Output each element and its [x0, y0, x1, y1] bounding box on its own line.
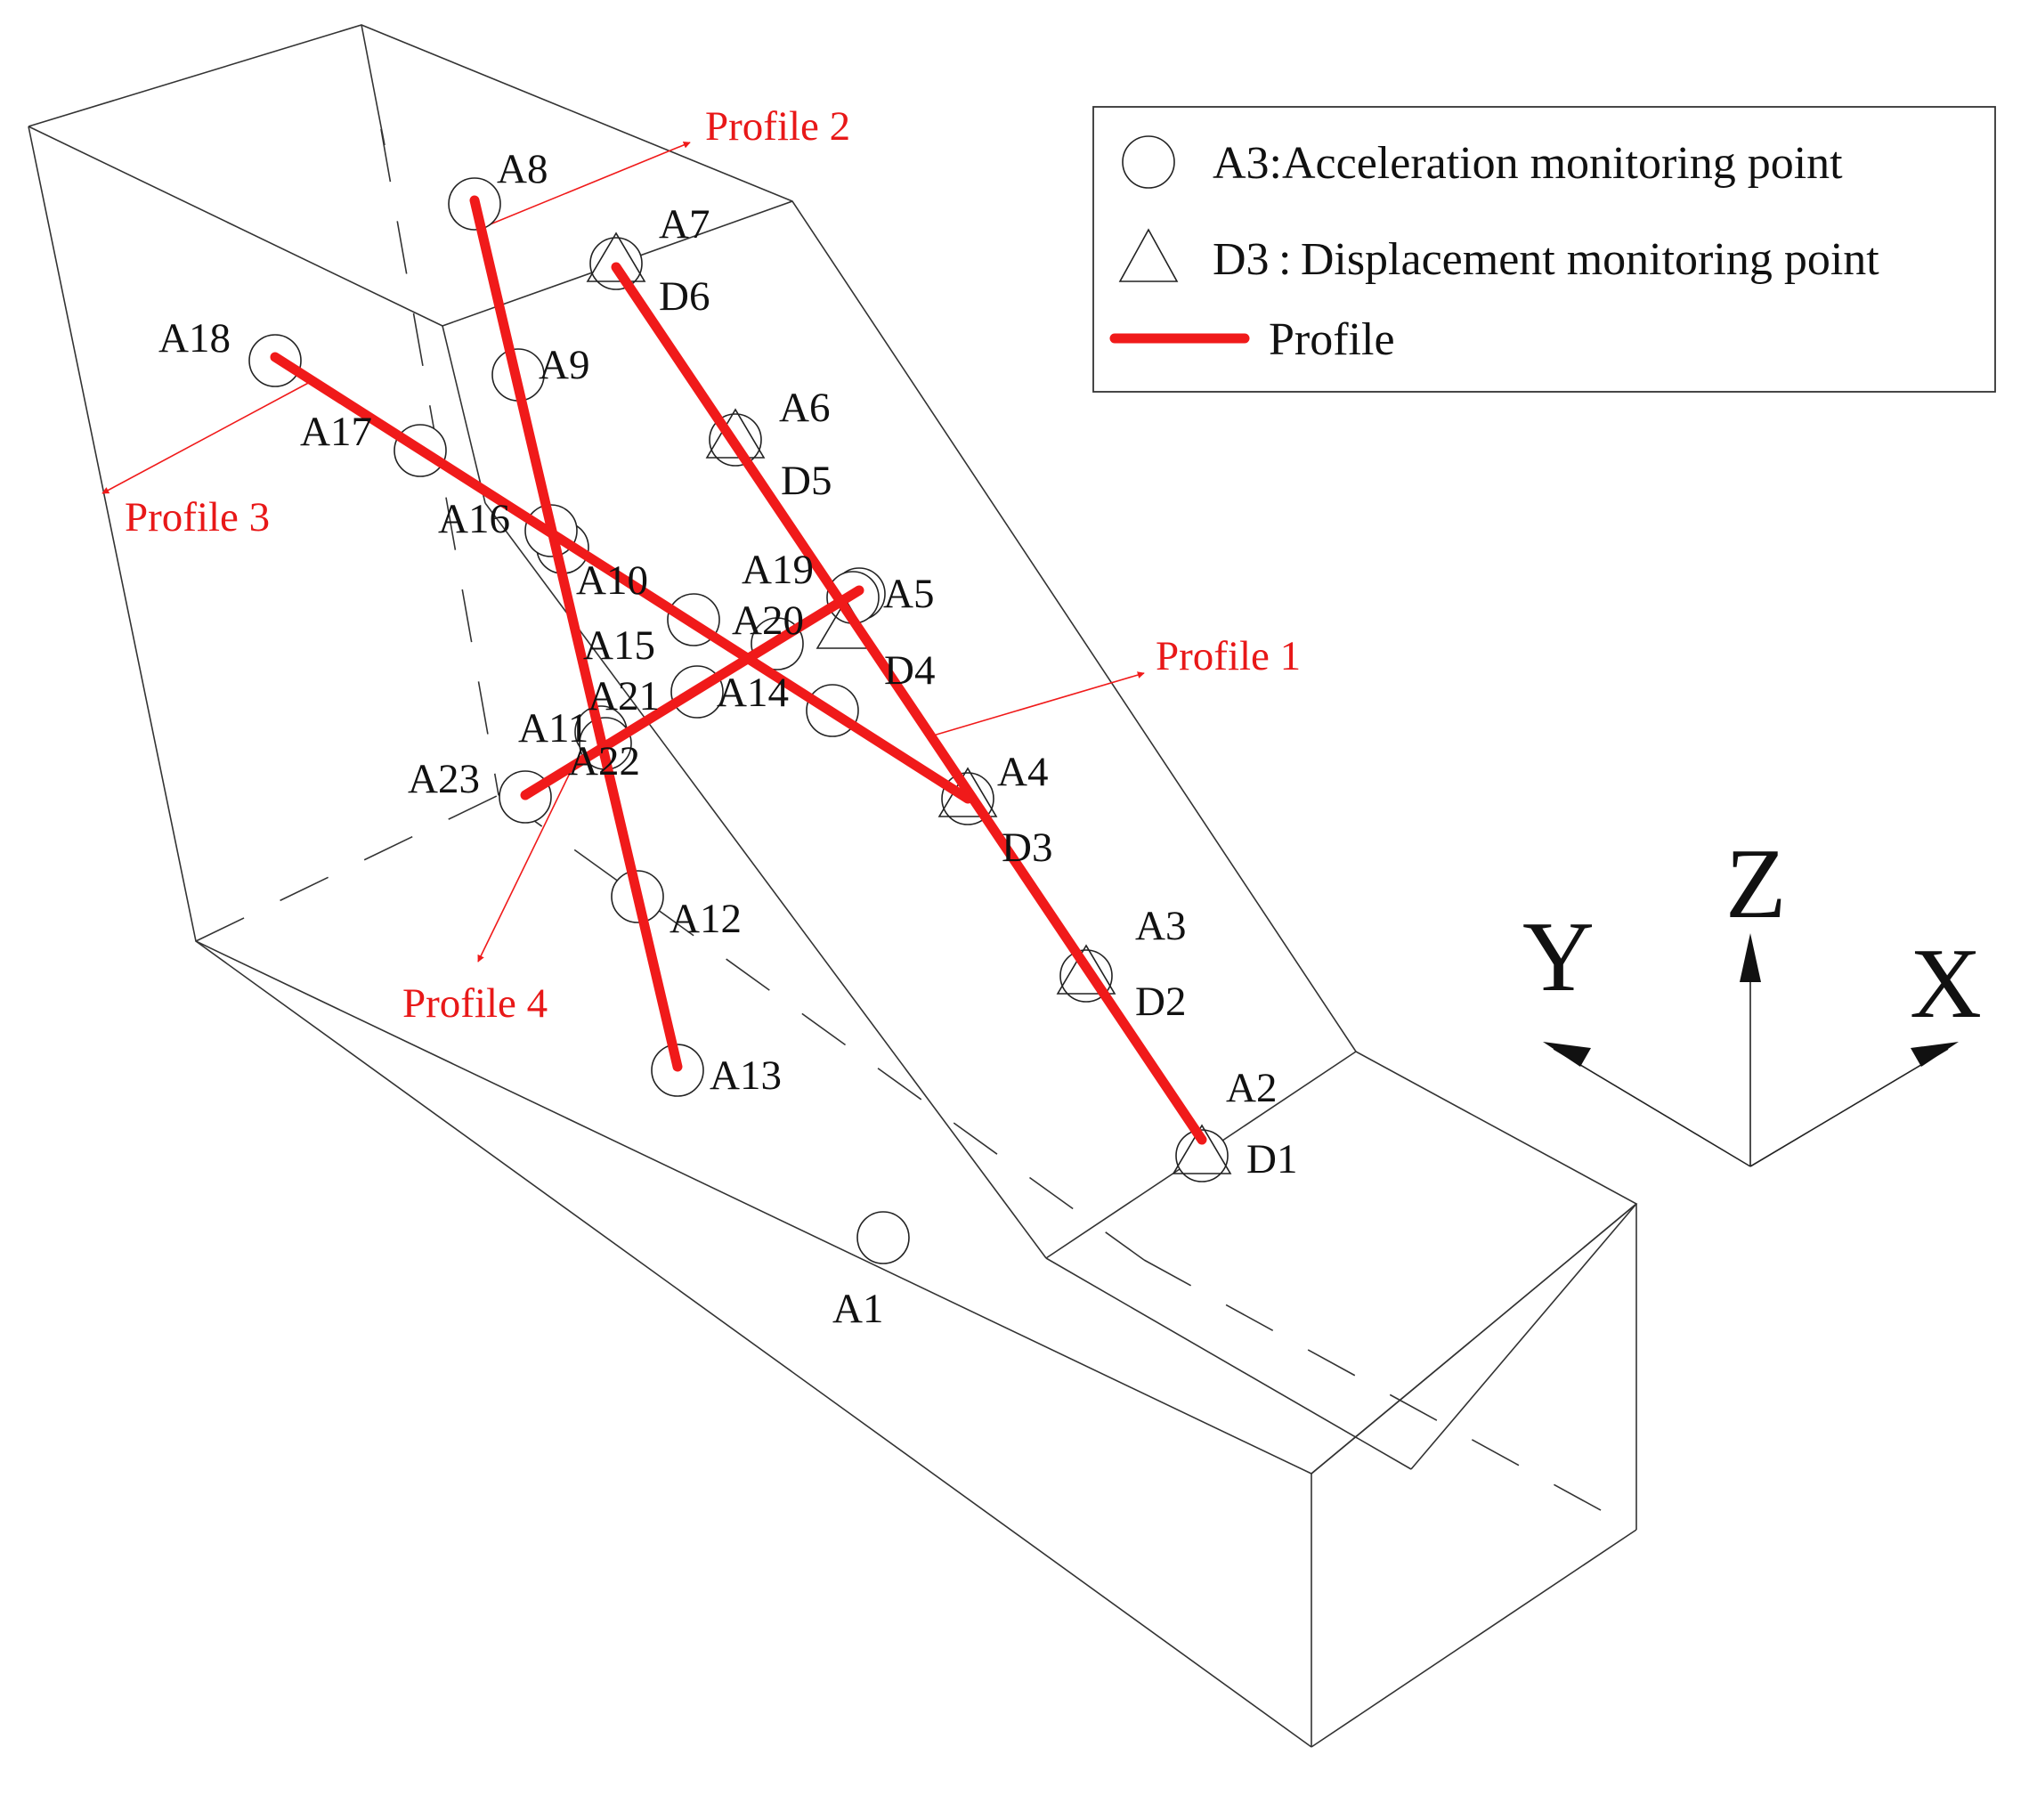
label-D4: D4 — [884, 647, 935, 694]
label-A14: A14 — [717, 670, 789, 716]
y-arrow-icon — [1543, 1042, 1591, 1067]
label-A13: A13 — [710, 1052, 782, 1099]
acceleration-markers — [248, 177, 1229, 1264]
label-A18: A18 — [158, 315, 231, 362]
profile-1-label: Profile 1 — [1156, 633, 1301, 679]
label-A15: A15 — [583, 622, 655, 669]
label-A21: A21 — [588, 673, 660, 719]
label-A5: A5 — [883, 571, 934, 617]
profile-line-3 — [270, 352, 973, 804]
legend-profile-label: Profile — [1269, 314, 1395, 365]
label-D1: D1 — [1246, 1136, 1297, 1182]
profile-labels: Profile 1 Profile 2 Profile 3 Profile 4 — [125, 103, 1301, 1027]
legend-displacement-label: D3 : Displacement monitoring point — [1213, 234, 1879, 285]
label-D5: D5 — [781, 458, 832, 504]
axis-z-label: Z — [1725, 829, 1786, 939]
legend-acceleration-label: A3:Acceleration monitoring point — [1213, 138, 1843, 189]
marker-A1 — [856, 1211, 910, 1264]
point-labels: A1 A2 A3 A4 A5 A6 A7 A8 A9 A10 A11 A12 A… — [158, 146, 1297, 1332]
label-A23: A23 — [408, 756, 480, 802]
label-A8: A8 — [497, 146, 548, 192]
label-A20: A20 — [732, 597, 804, 644]
label-A11: A11 — [518, 705, 588, 752]
coordinate-axes: Z Y X — [1522, 829, 1982, 1167]
label-A1: A1 — [832, 1286, 883, 1332]
label-A12: A12 — [670, 896, 742, 942]
label-D2: D2 — [1135, 979, 1186, 1025]
profile-line-1 — [611, 262, 1207, 1145]
profile-line-2 — [469, 195, 683, 1072]
profile-1-arrow — [929, 671, 1145, 737]
label-A19: A19 — [742, 547, 814, 593]
profile-3-arrow — [101, 379, 314, 494]
label-A9: A9 — [539, 342, 589, 388]
profile-line-4 — [520, 585, 864, 800]
legend-triangle-icon — [1118, 228, 1179, 282]
x-arrow-icon — [1911, 1042, 1959, 1067]
profile-2-label: Profile 2 — [705, 103, 850, 150]
profile-4-arrow — [477, 763, 575, 963]
marker-D2 — [1056, 944, 1116, 995]
profile-lines — [270, 195, 1207, 1145]
axis-x-label: X — [1910, 929, 1982, 1039]
profile-4-label: Profile 4 — [402, 980, 548, 1027]
legend-box — [1092, 106, 1996, 393]
legend-circle-icon — [1122, 135, 1175, 189]
label-A16: A16 — [438, 496, 510, 542]
marker-D1 — [1172, 1124, 1232, 1174]
profile-2-arrow — [487, 142, 691, 226]
z-arrow-icon — [1740, 933, 1761, 982]
label-A3: A3 — [1135, 903, 1186, 949]
marker-A2 — [1175, 1129, 1229, 1182]
label-A7: A7 — [659, 201, 710, 248]
axis-y-label: Y — [1522, 902, 1595, 1012]
label-A4: A4 — [997, 749, 1048, 795]
label-D6: D6 — [659, 273, 710, 320]
label-A2: A2 — [1226, 1065, 1277, 1111]
label-A22: A22 — [568, 738, 640, 784]
marker-D5 — [705, 408, 766, 459]
legend: A3:Acceleration monitoring point D3 : Di… — [1092, 106, 1996, 393]
label-A6: A6 — [779, 385, 830, 431]
profile-3-label: Profile 3 — [125, 494, 270, 540]
marker-D6 — [586, 232, 646, 282]
label-A10: A10 — [576, 557, 648, 604]
label-D3: D3 — [1002, 825, 1052, 871]
profile-direction-arrows — [101, 142, 1145, 963]
label-A17: A17 — [300, 409, 372, 455]
